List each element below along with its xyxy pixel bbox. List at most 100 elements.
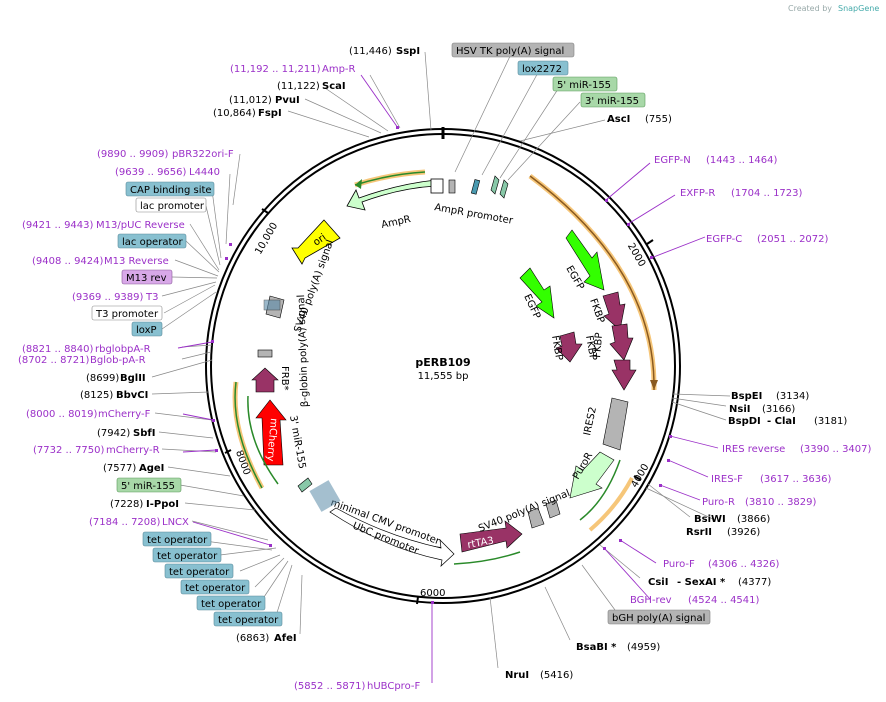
t3-promoter-box[interactable] — [91, 305, 163, 321]
bsabi-pos: (4959) — [627, 642, 660, 653]
bspei-name[interactable]: BspEI — [731, 391, 762, 402]
egfp-arrow-1[interactable] — [565, 229, 605, 291]
tet-operator-box-2[interactable] — [152, 547, 222, 563]
purof-name[interactable]: Puro-F — [663, 559, 695, 570]
puror-orf-line — [579, 459, 621, 521]
rsrii-name[interactable]: RsrII — [686, 527, 712, 538]
mir5a-label: 5' miR-155 — [557, 80, 611, 91]
fkbp-arrow-2[interactable] — [609, 323, 634, 361]
tet-operator-box-5[interactable] — [196, 595, 266, 611]
tet-operator-box-1[interactable] — [142, 531, 212, 547]
ippoi-name[interactable]: I-PpoI — [146, 499, 179, 510]
tet-operator-box-3[interactable] — [164, 563, 234, 579]
bsabi-name[interactable]: BsaBI * — [576, 642, 617, 653]
ori-arrow[interactable] — [291, 219, 341, 265]
mir5a-feature[interactable] — [490, 175, 500, 195]
hsv-tk-pa-feature[interactable] — [448, 179, 456, 194]
clai-name[interactable]: - ClaI — [767, 416, 796, 427]
mir5a-box[interactable] — [552, 76, 618, 92]
rtta3-arrow[interactable] — [459, 520, 523, 553]
bglobin-pa-feature[interactable] — [257, 349, 273, 358]
lac-operator-box[interactable] — [117, 233, 187, 249]
bspdi-name[interactable]: BspDI — [728, 416, 761, 427]
iresrev-name[interactable]: IRES reverse — [722, 444, 785, 455]
ampr-promoter-label: AmpR promoter — [433, 202, 514, 227]
sexai-name[interactable]: - SexAI * — [677, 577, 726, 588]
loxp-box[interactable] — [131, 321, 163, 337]
l4440-name[interactable]: L4440 — [189, 167, 220, 178]
afei-name[interactable]: AfeI — [274, 633, 297, 644]
fspi-name[interactable]: FspI — [258, 108, 282, 119]
m13rev-primer-name[interactable]: M13 Reverse — [104, 256, 169, 267]
csii-name[interactable]: CsiI — [648, 577, 668, 588]
bbvci-name[interactable]: BbvCI — [116, 390, 148, 401]
tet-operator-box-6[interactable] — [213, 611, 283, 627]
mir3a-feature[interactable] — [499, 179, 509, 199]
ampr-promoter-box[interactable] — [430, 178, 444, 194]
frb-label: FRB* — [279, 366, 290, 391]
bglobpa-name[interactable]: Bglob-pA-R — [90, 355, 146, 366]
tick-label-2000: 2000 — [625, 241, 647, 269]
sv40pa-bottom-feature-2[interactable] — [545, 499, 561, 519]
iresf-name[interactable]: IRES-F — [711, 474, 743, 485]
t3-primer-name[interactable]: T3 — [145, 292, 158, 303]
m13puc-name[interactable]: M13/pUC Reverse — [96, 220, 185, 231]
exfpr-name[interactable]: EXFP-R — [680, 188, 715, 199]
ampr-primer-name[interactable]: Amp-R — [322, 64, 356, 75]
fkbp-label-3: FKBP — [592, 332, 605, 358]
rbglobpa-name[interactable]: rbglobpA-R — [95, 344, 151, 355]
nrui-name[interactable]: NruI — [505, 670, 529, 681]
bglobpa-pos: (8702 .. 8721) — [18, 355, 90, 366]
cap-binding-box[interactable] — [125, 181, 215, 197]
tet-operator-box-4[interactable] — [180, 579, 250, 595]
fkbp-arrow-3[interactable] — [611, 359, 637, 391]
mcherry-arrow[interactable] — [255, 399, 287, 466]
sspi-name[interactable]: SspI — [396, 46, 420, 57]
fkbp-arrow-4[interactable] — [555, 331, 583, 363]
ires2-feature[interactable] — [602, 397, 629, 451]
pvui-name[interactable]: PvuI — [275, 95, 300, 106]
fkbp-arrow-1[interactable] — [602, 291, 626, 331]
mcherryr-name[interactable]: mCherry-R — [106, 445, 160, 456]
sv40pa-bottom-feature-1[interactable] — [527, 507, 545, 529]
asci-name[interactable]: AscI — [607, 114, 630, 125]
fkbp-label-1: FKBP — [587, 297, 606, 324]
pvui-pos: (11,012) — [229, 95, 272, 106]
m13rev-box[interactable] — [121, 269, 173, 285]
mir3a-box[interactable] — [580, 92, 646, 108]
tick-2000 — [646, 239, 654, 245]
bsiwi-name[interactable]: BsiWI — [694, 514, 726, 525]
puror-name[interactable]: Puro-R — [702, 497, 735, 508]
lox2272-feature[interactable] — [470, 179, 481, 195]
bgh-pa-box[interactable] — [607, 609, 711, 625]
iresf-pos: (3617 .. 3636) — [760, 474, 832, 485]
egfpn-name[interactable]: EGFP-N — [654, 155, 691, 166]
bglii-name[interactable]: BglII — [120, 373, 146, 384]
mir5b-box[interactable] — [116, 477, 182, 493]
exfpr-pos: (1704 .. 1723) — [731, 188, 803, 199]
hubcpro-name[interactable]: hUBCpro-F — [367, 681, 420, 692]
hsv-tk-pa-box[interactable] — [451, 42, 575, 58]
ampr-arrow[interactable] — [346, 179, 437, 211]
nsii-name[interactable]: NsiI — [729, 404, 750, 415]
pbr322-name[interactable]: pBR322ori-F — [172, 149, 234, 160]
lncx-name[interactable]: LNCX — [162, 517, 189, 528]
agei-name[interactable]: AgeI — [139, 463, 164, 474]
tet-operator-cluster — [309, 480, 341, 512]
frb-arrow[interactable] — [251, 367, 279, 393]
tick-10000 — [261, 208, 269, 214]
watermark-prefix: Created by — [788, 4, 832, 13]
egfp-arrow-2[interactable] — [519, 267, 555, 319]
scai-name[interactable]: ScaI — [322, 81, 346, 92]
bghrev-name[interactable]: BGH-rev — [630, 595, 672, 606]
lac-promoter-box[interactable] — [135, 197, 207, 213]
ubc-promoter-arrow[interactable] — [329, 507, 455, 567]
mcherryf-name[interactable]: mCherry-F — [98, 409, 151, 420]
egfpc-name[interactable]: EGFP-C — [706, 234, 742, 245]
egfpc-pos: (2051 .. 2072) — [757, 234, 829, 245]
puror-arrow[interactable] — [569, 451, 615, 499]
sbfi-name[interactable]: SbfI — [133, 428, 155, 439]
lncx-pos: (7184 .. 7208) — [89, 517, 161, 528]
mir3b-feature[interactable] — [297, 477, 313, 493]
lox2272-box[interactable] — [517, 60, 569, 76]
